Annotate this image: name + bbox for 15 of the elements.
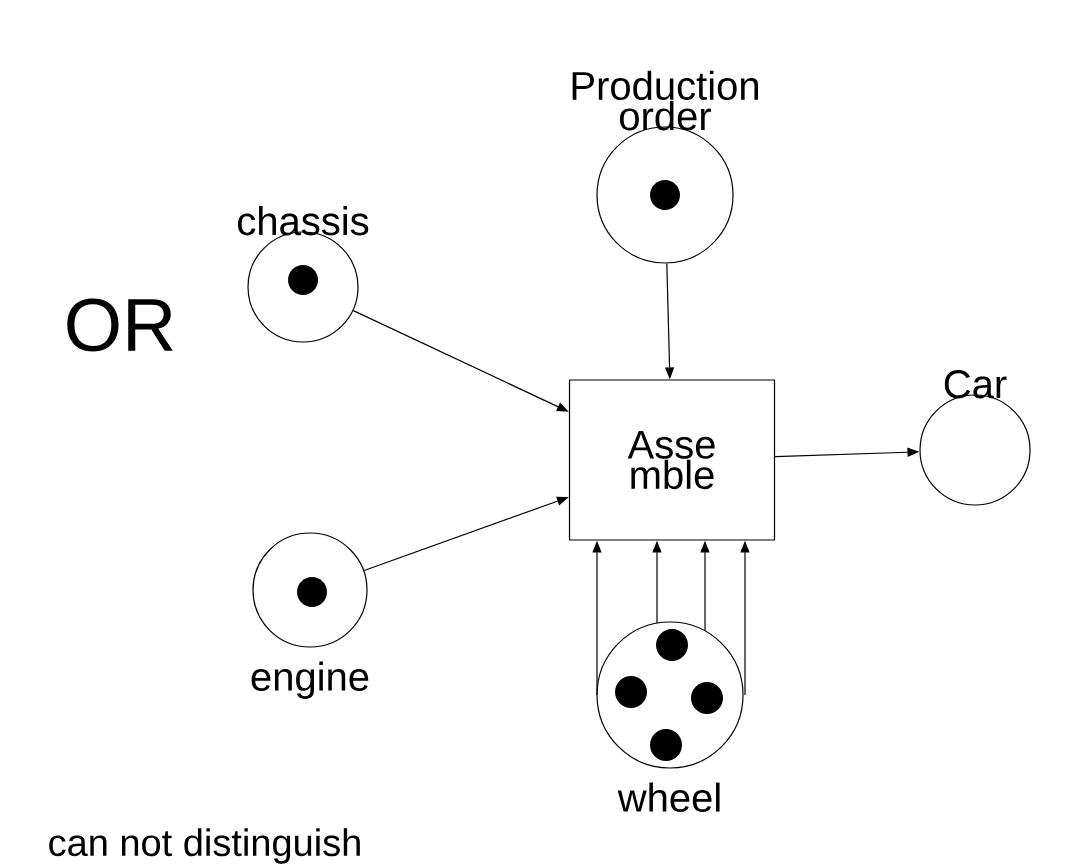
token-dot (615, 676, 647, 708)
note-text: OR (67, 298, 173, 352)
token-dot (297, 577, 327, 607)
token-dot (691, 682, 723, 714)
transition-box: Asse mble (568, 379, 776, 541)
place-label: wheel (617, 782, 720, 812)
token-dot (650, 729, 682, 761)
place-label: Production order (572, 70, 758, 131)
place-label: chassis (238, 206, 369, 236)
token-dot (288, 265, 318, 295)
token-dot (656, 629, 688, 661)
place-label: engine (251, 661, 369, 699)
token-dot (650, 180, 680, 210)
place-label: Car (944, 370, 1007, 399)
note-text: can not distinguish (49, 828, 360, 864)
